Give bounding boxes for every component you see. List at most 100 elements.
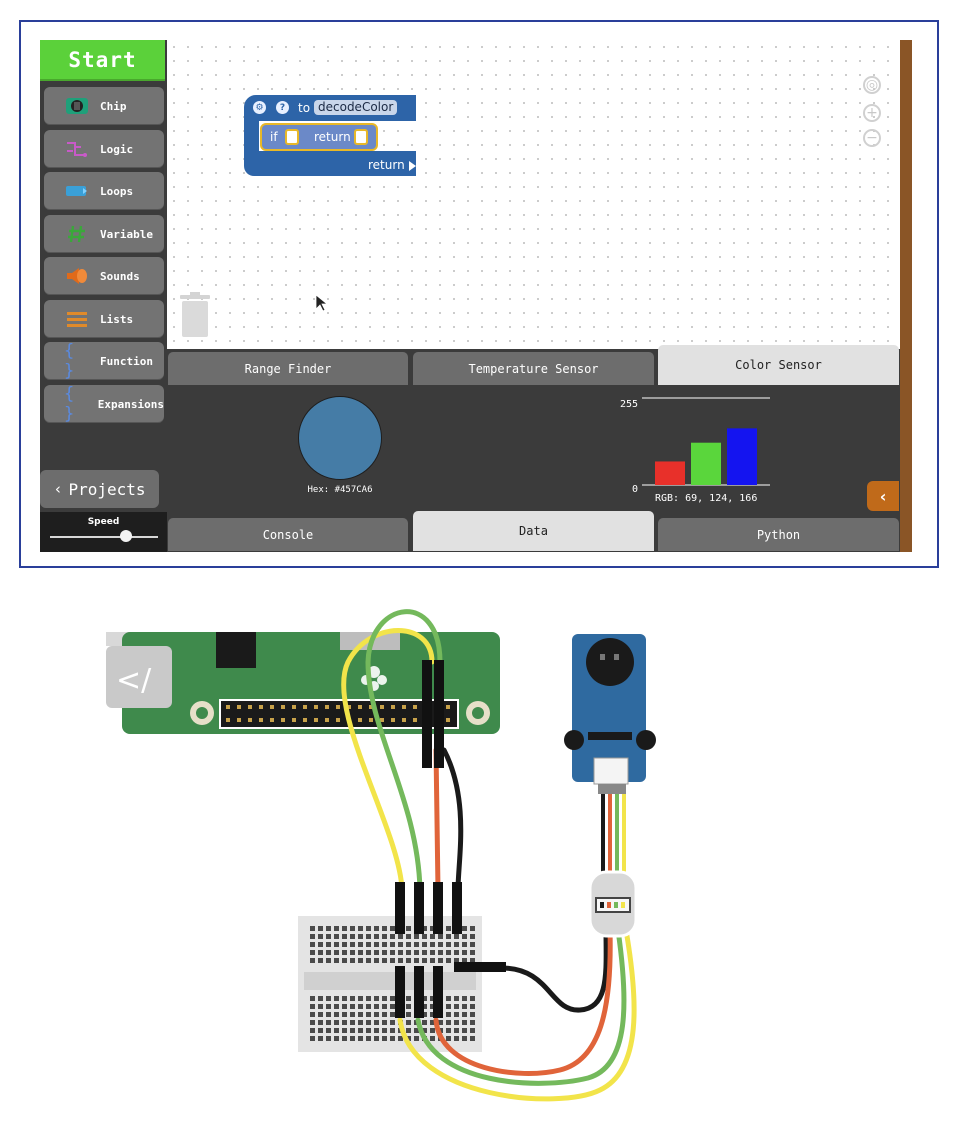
toolbox	[40, 40, 167, 552]
breadboard-hole	[374, 1028, 379, 1033]
breadboard-hole	[350, 996, 355, 1001]
breadboard-hole	[374, 1036, 379, 1041]
breadboard-hole	[446, 1036, 451, 1041]
trash-icon[interactable]	[178, 292, 212, 340]
breadboard-hole	[406, 942, 411, 947]
breadboard-hole	[462, 934, 467, 939]
function-block[interactable]: ⚙ ? to decodeColor if return return	[244, 95, 419, 177]
condition-slot[interactable]	[285, 129, 299, 145]
category-variable[interactable]: Variable	[44, 215, 164, 253]
speed-slider-thumb[interactable]	[119, 530, 132, 542]
breadboard-hole	[438, 934, 443, 939]
breadboard-hole	[350, 926, 355, 931]
breadboard-hole	[462, 996, 467, 1001]
tab-data[interactable]: Data	[413, 511, 654, 551]
speed-slider[interactable]	[50, 536, 158, 538]
breadboard-hole	[462, 942, 467, 947]
breadboard-hole	[318, 1020, 323, 1025]
breadboard-hole	[430, 996, 435, 1001]
breadboard-hole	[382, 1020, 387, 1025]
breadboard-hole	[342, 996, 347, 1001]
breadboard-hole	[382, 958, 387, 963]
breadboard-hole	[310, 1020, 315, 1025]
tab-range-finder[interactable]: Range Finder	[168, 352, 408, 385]
workspace-scrollbar[interactable]	[900, 40, 912, 552]
breadboard	[298, 916, 482, 1052]
gear-icon[interactable]: ⚙	[253, 101, 266, 114]
tab-console[interactable]: Console	[168, 518, 408, 551]
breadboard-hole	[310, 950, 315, 955]
breadboard-hole	[454, 1004, 459, 1009]
breadboard-hole	[358, 958, 363, 963]
breadboard-hole	[350, 1036, 355, 1041]
breadboard-hole	[430, 950, 435, 955]
breadboard-hole	[462, 1028, 467, 1033]
breadboard-hole	[350, 1028, 355, 1033]
category-logic[interactable]: Logic	[44, 130, 164, 168]
collapse-panel-button[interactable]: ‹	[867, 481, 899, 511]
breadboard-hole	[366, 1020, 371, 1025]
breadboard-hole	[382, 950, 387, 955]
tab-color-sensor[interactable]: Color Sensor	[658, 345, 899, 385]
breadboard-hole	[358, 926, 363, 931]
zoom-out-icon[interactable]: −	[863, 129, 881, 147]
category-expansions[interactable]: { } Expansions	[44, 384, 164, 424]
breadboard-hole	[334, 1020, 339, 1025]
category-function[interactable]: { } Function	[44, 341, 164, 381]
breadboard-hole	[374, 1004, 379, 1009]
svg-text:</: </	[116, 663, 152, 698]
category-label: Lists	[100, 312, 134, 326]
block-header: ⚙ ? to decodeColor	[244, 95, 416, 121]
breadboard-hole	[438, 950, 443, 955]
rgb-bar-chart: 255 0 RGB: 69, 124, 166	[620, 397, 770, 504]
breadboard-hole	[310, 1036, 315, 1041]
if-return-block[interactable]: if return	[260, 123, 378, 151]
zoom-in-icon[interactable]: +	[863, 104, 881, 122]
breadboard-hole	[470, 950, 475, 955]
value-slot[interactable]	[354, 129, 368, 145]
chip-icon	[64, 96, 90, 116]
grove-connector	[588, 870, 638, 938]
breadboard-hole	[318, 1004, 323, 1009]
breadboard-hole	[334, 926, 339, 931]
breadboard-hole	[430, 1020, 435, 1025]
function-name-field[interactable]: decodeColor	[314, 100, 398, 115]
breadboard-hole	[358, 934, 363, 939]
help-icon[interactable]: ?	[276, 101, 289, 114]
tab-temperature-sensor[interactable]: Temperature Sensor	[413, 352, 654, 385]
breadboard-hole	[422, 958, 427, 963]
tab-python[interactable]: Python	[658, 518, 899, 551]
yellow-wire-top	[341, 628, 435, 893]
breadboard-hole	[422, 1004, 427, 1009]
breadboard-hole	[342, 1036, 347, 1041]
breadboard-hole	[318, 1012, 323, 1017]
breadboard-hole	[454, 958, 459, 963]
blocks-workspace[interactable]	[167, 40, 900, 349]
rgb-label: RGB: 69, 124, 166	[655, 493, 757, 504]
breadboard-hole	[422, 942, 427, 947]
breadboard-hole	[342, 1004, 347, 1009]
category-label: Sounds	[100, 269, 140, 283]
breadboard-hole	[374, 942, 379, 947]
projects-label: Projects	[68, 479, 146, 499]
breadboard-hole	[358, 996, 363, 1001]
speed-label: Speed	[87, 517, 120, 527]
category-sounds[interactable]: Sounds	[44, 257, 164, 295]
lists-icon	[64, 309, 90, 329]
category-label: Expansions	[97, 397, 164, 411]
category-loops[interactable]: Loops	[44, 172, 164, 210]
category-lists[interactable]: Lists	[44, 300, 164, 338]
recenter-icon[interactable]: ◎	[863, 76, 881, 94]
return-input-connector[interactable]	[409, 161, 416, 171]
breadboard-hole	[438, 958, 443, 963]
breadboard-hole	[462, 1004, 467, 1009]
bar-blue	[727, 428, 757, 485]
projects-button[interactable]: ‹ Projects	[40, 470, 159, 508]
category-chip[interactable]: Chip	[44, 87, 164, 125]
breadboard-hole	[374, 926, 379, 931]
category-label: Variable	[100, 227, 153, 241]
hex-label: Hex: #457CA6	[307, 485, 373, 495]
breadboard-hole	[430, 1028, 435, 1033]
start-button[interactable]: Start	[40, 40, 165, 81]
breadboard-hole	[318, 1036, 323, 1041]
